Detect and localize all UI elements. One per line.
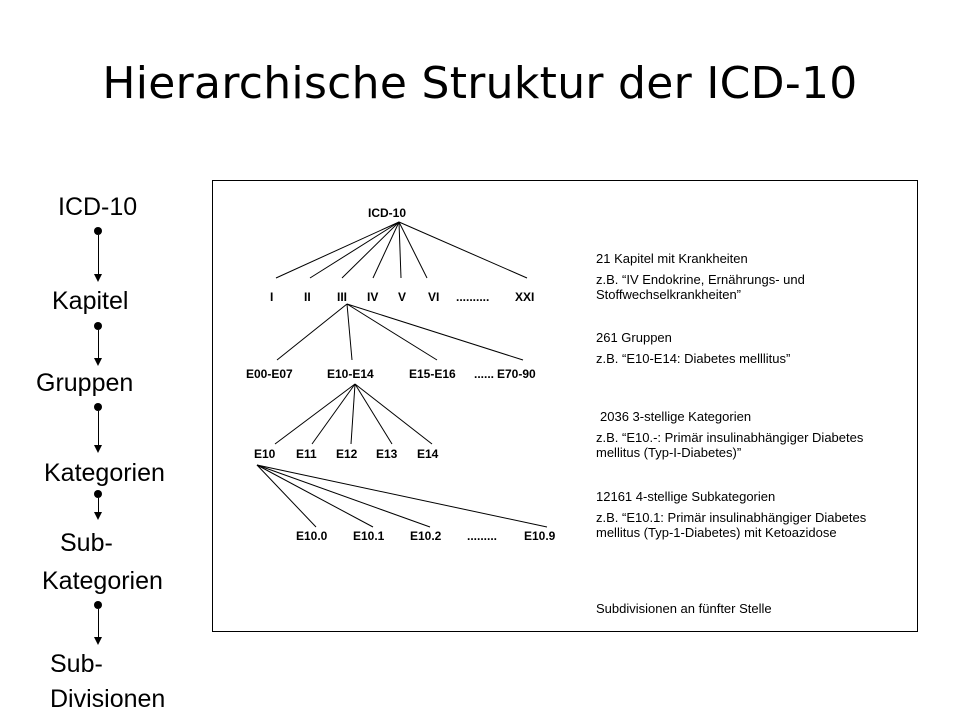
chapter-label: I — [270, 290, 274, 304]
connector-line — [98, 330, 99, 358]
tree-edge — [354, 383, 393, 445]
tree-edge — [274, 383, 356, 445]
level-dot — [94, 322, 102, 330]
connector-line — [98, 411, 99, 445]
group-label: E70-90 — [497, 367, 536, 381]
tree-edge — [256, 464, 431, 528]
level-gruppen: Gruppen — [36, 369, 134, 397]
tree-edge — [256, 464, 317, 528]
tree-edge — [350, 383, 356, 445]
arrow-down-icon — [94, 358, 102, 366]
level-icd10: ICD-10 — [58, 193, 138, 221]
page-title: Hierarchische Struktur der ICD-10 — [102, 58, 858, 109]
category-label: E14 — [417, 447, 439, 461]
tree-root-label: ICD-10 — [368, 206, 407, 220]
chapter-label: III — [337, 290, 348, 304]
level-dot — [94, 403, 102, 411]
arrow-down-icon — [94, 512, 102, 520]
connector-line — [98, 609, 99, 637]
subdivisions-text: Subdivisionen an fünfter Stelle — [596, 601, 772, 616]
subcategories-example-text: z.B. “E10.1: Primär insulinabhängiger Di… — [596, 510, 867, 540]
tree-edge — [346, 303, 438, 361]
group-ellipsis: ...... — [474, 367, 495, 381]
level-dot — [94, 227, 102, 235]
subcategories-count-text: 12161 4-stellige Subkategorien — [596, 489, 776, 504]
level-kapitel: Kapitel — [52, 287, 129, 315]
category-label: E11 — [296, 447, 317, 461]
connector-line — [98, 498, 99, 512]
level-kategorien: Kategorien — [44, 459, 165, 487]
tree-edge — [276, 303, 348, 361]
level-sub-kategorien-line1: Sub- — [60, 529, 113, 557]
subcategory-label: E10.1 — [353, 529, 385, 543]
chapter-label: VI — [428, 290, 440, 304]
subcategory-label: E10.0 — [296, 529, 328, 543]
level-dot — [94, 490, 102, 498]
level-sub-divisionen-line2: Divisionen — [50, 685, 166, 713]
category-label: E10 — [254, 447, 276, 461]
tree-edge — [398, 221, 428, 279]
chapter-ellipsis: .......... — [456, 290, 490, 304]
arrow-down-icon — [94, 637, 102, 645]
tree-edge — [372, 221, 400, 279]
chapter-label: IV — [367, 290, 379, 304]
subcategory-ellipsis: ......... — [467, 529, 498, 543]
chapters-example-text: z.B. “IV Endokrine, Ernährungs- und Stof… — [596, 272, 805, 302]
chapters-count-text: 21 Kapitel mit Krankheiten — [596, 251, 748, 266]
level-sub-kategorien-line2: Kategorien — [42, 567, 163, 595]
tree-edge — [398, 221, 402, 279]
categories-example-text: z.B. “E10.-: Primär insulinabhängiger Di… — [596, 430, 864, 460]
tree-edge — [398, 221, 528, 279]
tree-edge — [354, 383, 433, 445]
group-label: E10-E14 — [327, 367, 374, 381]
group-label: E00-E07 — [246, 367, 293, 381]
chapter-label: XXI — [515, 290, 535, 304]
level-dot — [94, 601, 102, 609]
category-label: E13 — [376, 447, 398, 461]
tree-edge — [256, 464, 374, 528]
tree-edge — [346, 303, 524, 361]
tree-diagram-frame — [212, 180, 918, 632]
subcategory-label: E10.9 — [524, 529, 556, 543]
group-label: E15-E16 — [409, 367, 456, 381]
category-label: E12 — [336, 447, 358, 461]
tree-edge — [309, 221, 400, 279]
arrow-down-icon — [94, 274, 102, 282]
arrow-down-icon — [94, 445, 102, 453]
subcategory-label: E10.2 — [410, 529, 442, 543]
tree-edge — [346, 303, 353, 361]
tree-edge — [275, 221, 400, 279]
groups-example-text: z.B. “E10-E14: Diabetes melllitus” — [596, 351, 791, 366]
level-sub-divisionen-line1: Sub- — [50, 650, 103, 678]
tree-edge — [311, 383, 356, 445]
tree-edge — [256, 464, 548, 528]
connector-line — [98, 235, 99, 274]
chapter-label: V — [398, 290, 407, 304]
categories-count-text: 2036 3-stellige Kategorien — [600, 409, 752, 424]
tree-edge — [341, 221, 400, 279]
chapter-label: II — [304, 290, 311, 304]
groups-count-text: 261 Gruppen — [596, 330, 672, 345]
